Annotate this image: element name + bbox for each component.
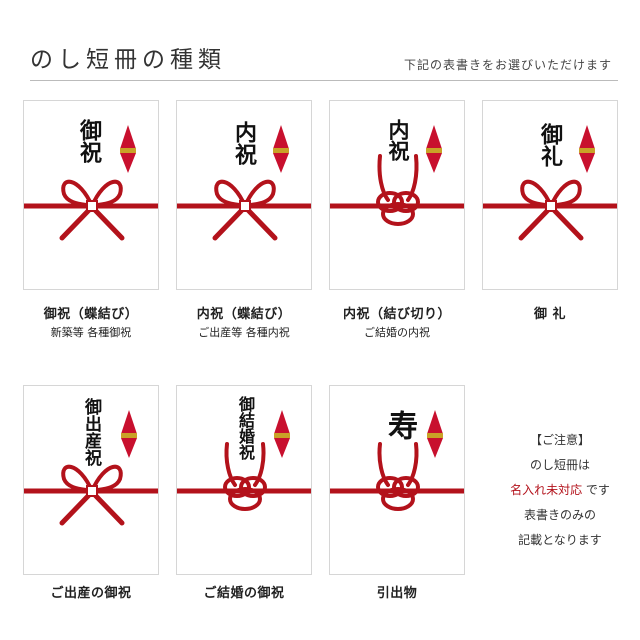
noshi-ornament-icon [427,410,443,458]
noshi-ornament-icon [121,410,137,458]
card-label: 御 礼 [533,307,567,322]
page-subtitle: 下記の表書きをお選びいただけます [403,58,612,72]
noshi-omotegaki: 内祝 [386,119,411,161]
noshi-ornament-icon [273,125,289,173]
noshi-omotegaki: 内祝 [231,121,257,165]
noshi-card-uchiiwai-awaji[interactable]: 内祝 [329,100,465,290]
noshi-card-goshussan[interactable]: 御出産祝 [23,385,159,575]
card-label: 内祝（結び切り） [342,307,451,322]
noshi-card-uchiiwai-bow[interactable]: 内祝 [176,100,312,290]
noshi-awaji-graphic [330,125,464,226]
card-label: ご出産の御祝 [50,586,132,601]
noshi-ornament-icon [120,125,136,173]
noshi-awaji-graphic [177,410,311,511]
mizuhiki-awaji-icon [177,442,311,511]
noshi-card-oiwai-bow[interactable]: 御祝 [23,100,159,290]
noshi-omotegaki: 御祝 [76,119,102,163]
noshi-bow-graphic [24,125,158,241]
noshi-ornament-icon [274,410,290,458]
noshi-card-gokekkon[interactable]: 御結婚祝 [176,385,312,575]
card-sublabel: ご出産等 各種内祝 [198,326,290,339]
notice-line-4: 記載となります [518,533,602,547]
card-sublabel: 新築等 各種御祝 [50,326,132,339]
card-label: 引出物 [376,586,418,601]
card-sublabel: ご結婚の内祝 [364,326,430,339]
noshi-ornament-icon [426,125,442,173]
notice-line-1: のし短冊は [529,458,590,472]
notice-line-2-suffix: です [585,483,610,497]
notice-line-2: 名入れ未対応 です [480,478,640,503]
notice-heading: 【ご注意】 [529,433,590,447]
noshi-bow-graphic [483,125,617,241]
noshi-bow-graphic [177,125,311,241]
noshi-ornament-icon [579,125,595,173]
mizuhiki-awaji-icon [330,442,464,511]
noshi-omotegaki: 御結婚祝 [236,396,255,460]
noshi-bow-graphic [24,410,158,526]
mizuhiki-bow-icon [24,179,158,241]
noshi-awaji-graphic [330,410,464,511]
card-label: ご結婚の御祝 [203,586,285,601]
notice-highlight: 名入れ未対応 [510,483,583,497]
card-label: 御祝（蝶結び） [43,307,139,322]
noshi-omotegaki: 寿 [382,410,417,440]
noshi-omotegaki: 御礼 [537,123,563,167]
card-label: 内祝（蝶結び） [196,307,292,322]
mizuhiki-bow-icon [483,179,617,241]
noshi-card-orei[interactable]: 御礼 [482,100,618,290]
notice-line-3: 表書きのみの [523,508,596,522]
noshi-card-kotobuki[interactable]: 寿 [329,385,465,575]
mizuhiki-bow-icon [177,179,311,241]
notice-box: 【ご注意】 のし短冊は 名入れ未対応 です 表書きのみの 記載となります [480,428,640,553]
mizuhiki-awaji-icon [330,154,464,226]
header-divider [30,80,618,81]
page-title: のし短冊の種類 [30,47,226,73]
noshi-omotegaki: 御出産祝 [81,398,101,466]
mizuhiki-bow-icon [24,464,158,526]
